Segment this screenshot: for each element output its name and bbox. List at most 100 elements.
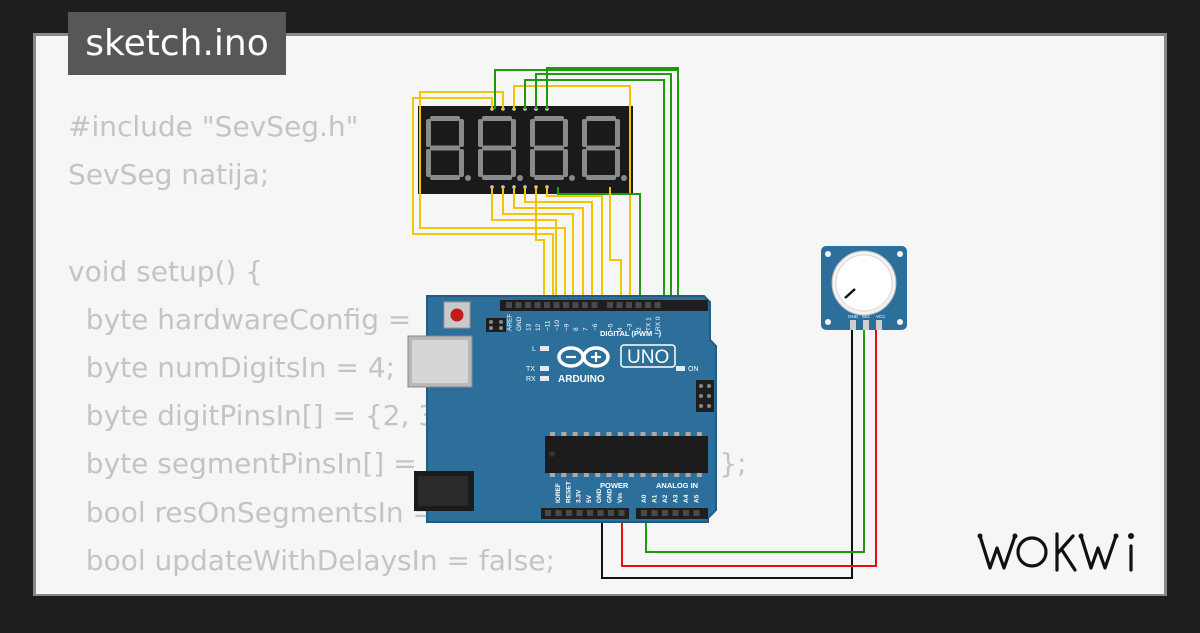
wire <box>513 187 584 302</box>
code-line: bool resOnSegmentsIn = <box>68 495 445 529</box>
wire <box>546 67 679 302</box>
power-pin-label: GND <box>607 488 614 503</box>
pin-socket <box>545 510 551 516</box>
analog-pin-label: A2 <box>662 494 669 503</box>
wire <box>419 91 566 302</box>
decimal-point <box>569 175 575 181</box>
wire <box>491 187 557 302</box>
power-pin-label: Vin <box>617 493 624 503</box>
digital-pin-label: 12 <box>535 323 542 331</box>
digital-pin-label: ~10 <box>554 320 561 331</box>
display-digits <box>426 116 627 181</box>
pin-socket <box>608 510 614 516</box>
pin-socket <box>641 510 647 516</box>
digital-pin-label: RX 0 <box>655 316 662 331</box>
analog-pin-label: A0 <box>641 494 648 503</box>
pin-socket <box>576 510 583 516</box>
code-line: byte numDigitsIn = 4; <box>68 350 395 384</box>
decimal-point <box>517 175 523 181</box>
pin-socket <box>618 510 625 516</box>
code-line: byte hardwareConfig = <box>68 302 421 336</box>
digital-pin-label: 8 <box>573 327 580 331</box>
usb-inner <box>412 340 468 383</box>
pin-socket <box>635 302 642 308</box>
led-on-label: ON <box>688 366 699 373</box>
pin-socket <box>645 302 651 308</box>
digital-pin-label: GND <box>516 316 523 331</box>
digital-pin-label: 4 <box>617 327 624 331</box>
code-line: SevSeg natija; <box>68 158 270 192</box>
decimal-point <box>465 175 471 181</box>
pin-socket <box>506 302 512 308</box>
led-tx-label: TX <box>526 366 535 373</box>
pot-pin <box>850 320 856 330</box>
wire <box>524 79 665 302</box>
power-pin-label: 3.3V <box>576 489 583 503</box>
file-tab[interactable]: sketch.ino <box>68 12 286 75</box>
wire <box>546 187 603 302</box>
pin-socket <box>566 510 572 516</box>
digit-4 <box>582 116 627 181</box>
pin-socket <box>662 510 668 516</box>
pin-socket <box>555 510 562 516</box>
power-pin-label: RESET <box>565 481 572 503</box>
wire <box>557 187 641 302</box>
wire <box>535 73 672 302</box>
power-pin-label: GND <box>596 488 603 503</box>
wokwi-logo-svg <box>977 532 1134 572</box>
code-line: bool updateWithDelaysIn = false; <box>68 543 555 577</box>
wire <box>601 330 853 579</box>
code-background: #include "SevSeg.h" SevSeg natija; void se… <box>68 103 868 633</box>
pin-socket <box>672 510 679 516</box>
digital-pin-label: ~5 <box>608 323 615 331</box>
pot-pin <box>863 320 869 330</box>
pin-socket <box>651 510 658 516</box>
power-header-label: POWER <box>600 481 629 490</box>
code-line: byte segmentPinsIn[] = 2, 13}; <box>68 447 747 481</box>
pot-pin <box>876 320 882 330</box>
code-line: void setup() { <box>68 254 264 288</box>
pin-socket <box>616 302 623 308</box>
pin-socket <box>693 510 700 516</box>
power-pin-sockets <box>545 510 700 516</box>
analog-pin-label: A5 <box>694 494 701 503</box>
pin-socket <box>572 302 579 308</box>
board-model-label: UNO <box>627 347 669 368</box>
led-rx-label: RX <box>526 376 536 383</box>
seven-segment-display[interactable] <box>418 106 633 194</box>
wire <box>609 187 622 302</box>
bottom-bar <box>0 596 1200 630</box>
digital-header-label: DIGITAL (PWM ~) <box>600 329 662 338</box>
power-pin-label: 5V <box>586 494 593 503</box>
digital-pin-label: ~11 <box>545 320 552 331</box>
icsp-header-top <box>486 318 506 332</box>
pot-pin-label: GND <box>848 314 859 319</box>
digital-pin-label: 2 <box>636 327 643 331</box>
pin-socket <box>515 302 522 308</box>
pin-socket <box>683 510 689 516</box>
analog-header-label: ANALOG IN <box>656 481 698 490</box>
pin-socket <box>597 510 604 516</box>
pin-socket <box>553 302 560 308</box>
digit-1 <box>426 116 471 181</box>
digit-3 <box>530 116 575 181</box>
arduino-logo: UNO ARDUINO <box>557 344 676 385</box>
board-brand-label: ARDUINO <box>558 374 605 385</box>
digit-2 <box>478 116 523 181</box>
analog-header <box>636 508 708 519</box>
digital-pin-sockets <box>506 302 661 308</box>
pin-socket <box>582 302 588 308</box>
code-line: #include "SevSeg.h" <box>68 110 359 143</box>
wires <box>412 67 877 579</box>
pin-socket <box>607 302 613 308</box>
wire <box>645 330 865 553</box>
analog-pin-label: A4 <box>683 494 690 503</box>
pin-socket <box>654 302 661 308</box>
